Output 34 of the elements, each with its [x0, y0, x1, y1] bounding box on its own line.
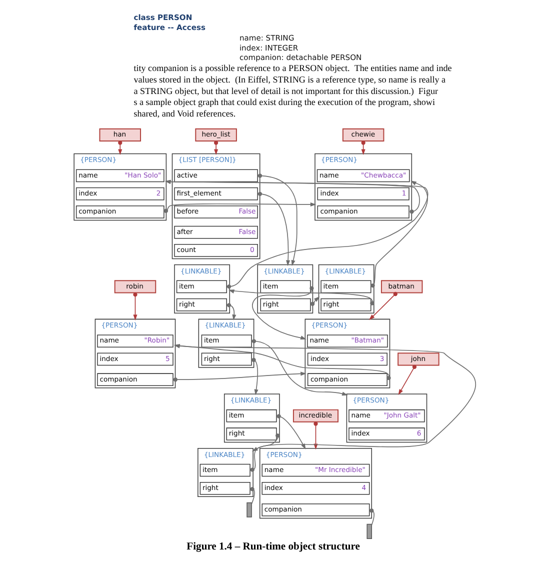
arrow	[226, 303, 236, 320]
arrow	[164, 180, 420, 214]
arrow	[174, 344, 390, 380]
arrow	[172, 372, 306, 382]
label: values stored in the object. (In Eiffel, STRING is a reference type, so name is really a	[133, 74, 446, 84]
arrow	[370, 180, 428, 288]
arrow	[257, 174, 297, 266]
arrow	[251, 358, 258, 396]
arrow	[164, 180, 428, 289]
arrow	[132, 292, 137, 320]
arrow	[213, 140, 218, 156]
node-bar	[246, 502, 252, 518]
label: s a sample object graph that could exist during the execution of the program, showi	[133, 97, 434, 108]
caption: Figure 1.4 – Run-time object structure	[186, 541, 360, 552]
arrow	[398, 364, 416, 396]
label: name: STRING	[238, 34, 294, 42]
label: tity companion is a possible reference to a PERSON object. The entities name and inde	[133, 63, 452, 74]
label: companion: detachable PERSON	[238, 53, 362, 62]
label: class PERSON	[133, 13, 192, 22]
arrow	[310, 296, 320, 306]
arrow	[174, 344, 476, 472]
label: a STRING object, but that level of detail is not important for this discussion.) Figur	[133, 86, 438, 96]
arrow	[251, 339, 348, 396]
node-bar	[366, 524, 372, 539]
label: feature -- Access	[133, 22, 205, 32]
arrow	[118, 140, 122, 156]
connector	[369, 508, 374, 526]
label: shared, and Void references.	[133, 108, 236, 118]
arrow	[257, 192, 290, 266]
label: index: INTEGER	[238, 43, 298, 52]
arrow	[251, 286, 314, 340]
arrow	[368, 292, 397, 320]
arrow	[163, 202, 316, 213]
connector	[250, 487, 254, 505]
